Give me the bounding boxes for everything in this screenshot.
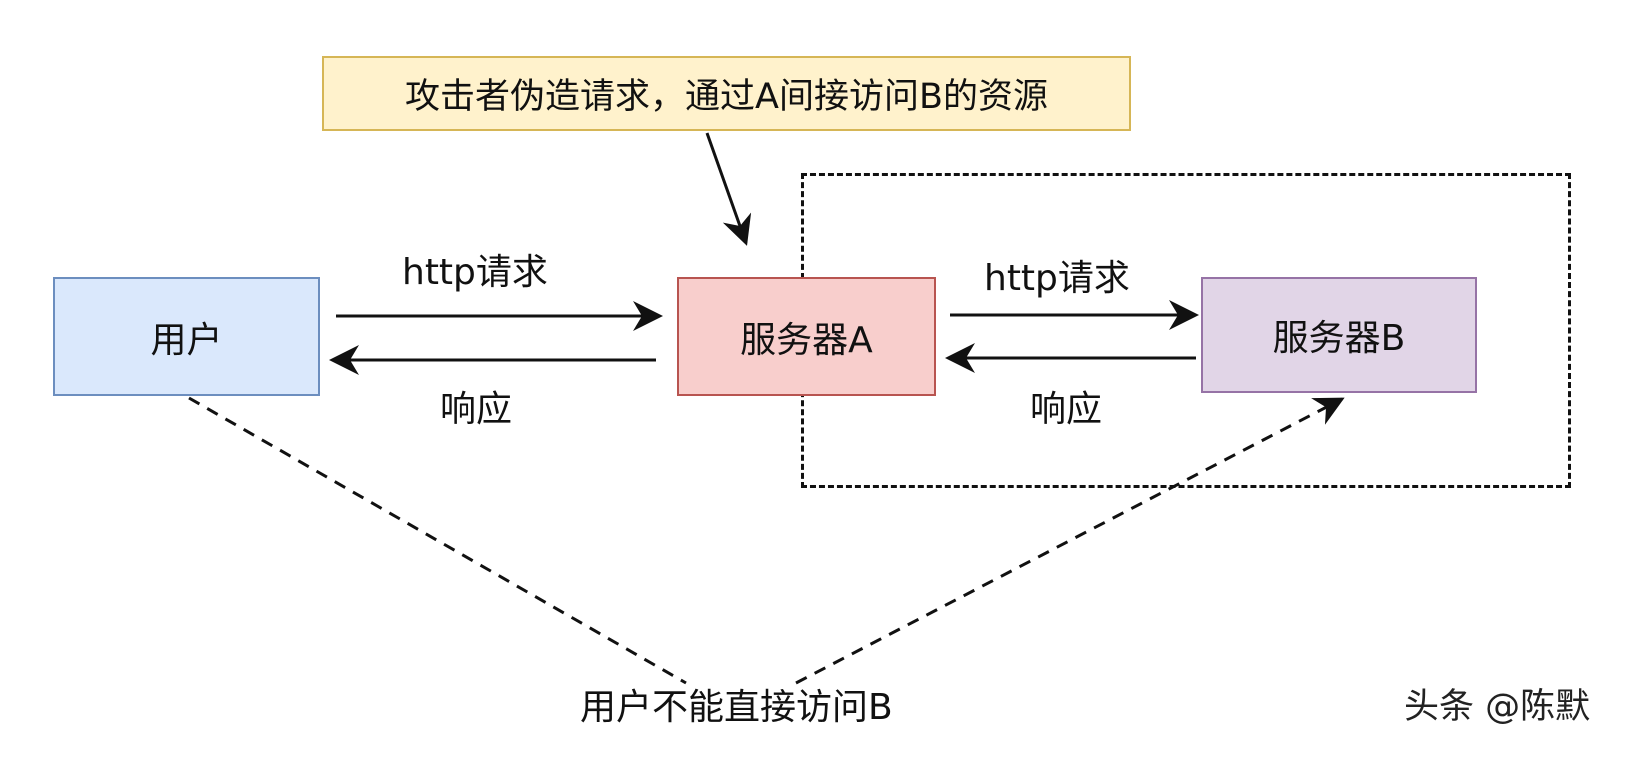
server-b-node: 服务器B (1201, 277, 1477, 393)
server-b-node-label: 服务器B (1272, 318, 1406, 359)
server-a-node: 服务器A (677, 277, 936, 396)
no-direct-access-label: 用户不能直接访问B (580, 687, 893, 728)
http-request-label-1: http请求 (402, 252, 548, 293)
user-node: 用户 (53, 277, 320, 396)
user-node-label: 用户 (150, 319, 223, 361)
watermark-text: 头条 @陈默 (1404, 687, 1591, 727)
attacker-note-text: 攻击者伪造请求，通过A间接访问B的资源 (405, 77, 1048, 117)
http-request-label-2: http请求 (984, 258, 1130, 299)
server-a-node-label: 服务器A (740, 319, 873, 361)
dashed-user-to-label (188, 396, 687, 685)
response-label-1: 响应 (440, 389, 513, 430)
attacker-note-box: 攻击者伪造请求，通过A间接访问B的资源 (322, 56, 1131, 131)
response-label-2: 响应 (1030, 389, 1103, 430)
arrow-note-to-server-a (705, 132, 752, 246)
dashed-label-to-server-b (795, 397, 1345, 685)
